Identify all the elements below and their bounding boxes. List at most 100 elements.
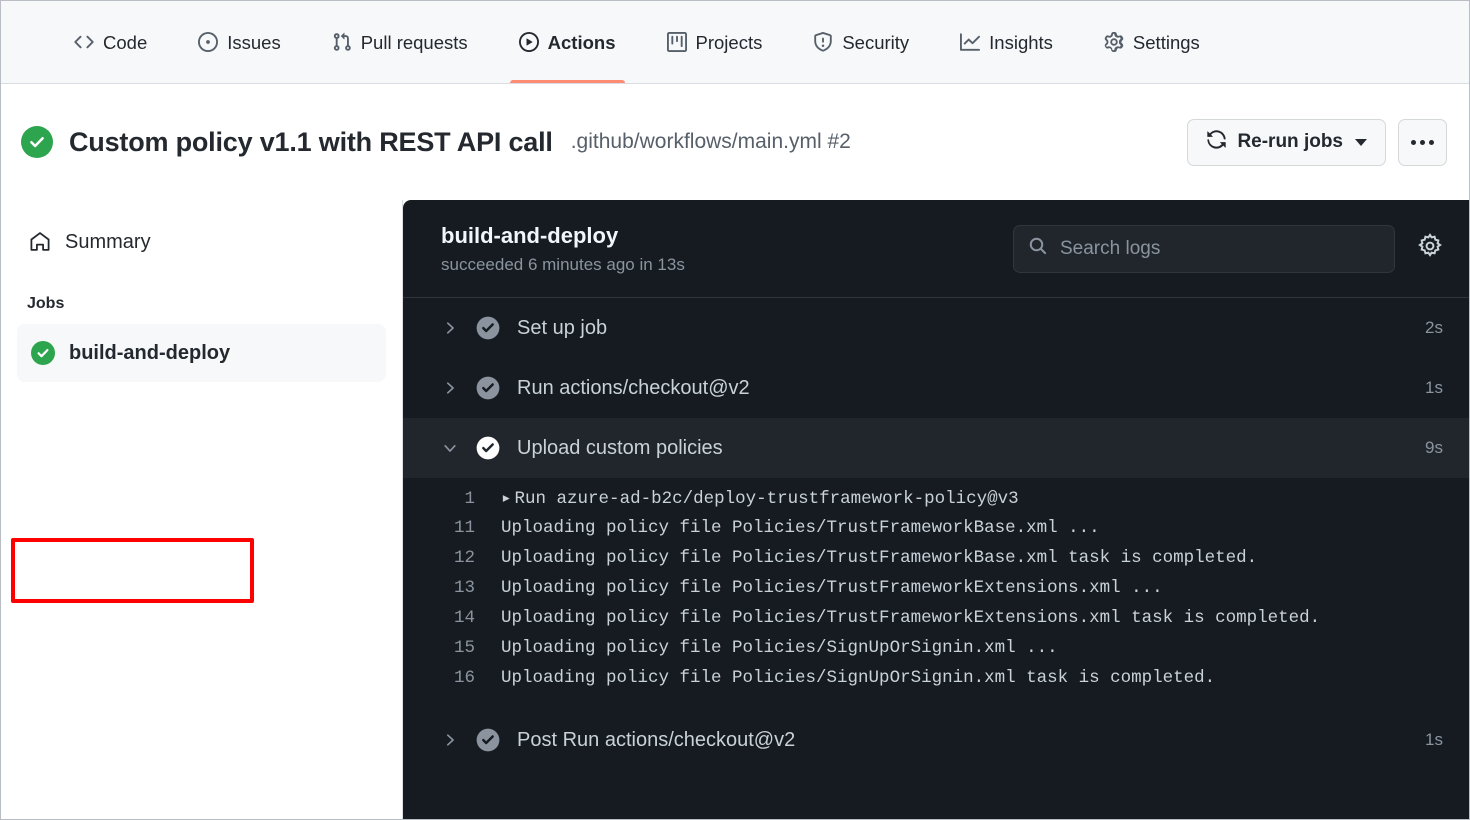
nav-tab-label: Insights bbox=[989, 31, 1053, 53]
nav-tab-insights[interactable]: Insights bbox=[943, 1, 1070, 83]
annotation-highlight-box bbox=[11, 538, 254, 603]
nav-tab-label: Settings bbox=[1132, 31, 1200, 53]
nav-tab-label: Actions bbox=[547, 31, 616, 53]
log-line-number: 13 bbox=[453, 578, 475, 598]
step-row[interactable]: Post Run actions/checkout@v2 1s bbox=[403, 710, 1469, 770]
step-name: Run actions/checkout@v2 bbox=[517, 376, 750, 399]
search-logs-box[interactable] bbox=[1013, 224, 1395, 273]
log-line-number: 12 bbox=[453, 548, 475, 568]
check-circle-fill-icon bbox=[31, 341, 55, 365]
nav-tab-actions[interactable]: Actions bbox=[502, 1, 633, 83]
play-circle-icon bbox=[518, 32, 539, 52]
gear-icon bbox=[1417, 233, 1443, 264]
nav-tab-projects[interactable]: Projects bbox=[650, 1, 780, 83]
log-line-text: Uploading policy file Policies/SignUpOrS… bbox=[501, 638, 1058, 658]
step-name: Upload custom policies bbox=[517, 436, 723, 459]
log-line-text: Uploading policy file Policies/SignUpOrS… bbox=[501, 668, 1216, 688]
log-group-arrow-icon: ▸ bbox=[501, 489, 512, 509]
sidebar-item-label: Summary bbox=[65, 230, 151, 253]
rerun-jobs-button[interactable]: Re-run jobs bbox=[1187, 118, 1386, 166]
log-line-text: Uploading policy file Policies/TrustFram… bbox=[501, 518, 1100, 538]
log-output[interactable]: 1 ▸ Run azure-ad-b2c/deploy-trustframewo… bbox=[403, 478, 1469, 710]
nav-tab-label: Pull requests bbox=[360, 31, 468, 53]
log-line: 14 Uploading policy file Policies/TrustF… bbox=[403, 608, 1469, 638]
check-circle-icon bbox=[21, 126, 53, 158]
chevron-right-icon bbox=[439, 321, 461, 335]
log-line-number: 1 bbox=[464, 489, 475, 509]
log-line-number: 11 bbox=[453, 518, 475, 538]
jobs-section-heading: Jobs bbox=[27, 295, 65, 312]
graph-icon bbox=[960, 32, 981, 52]
step-duration: 2s bbox=[1425, 318, 1443, 337]
run-header-actions: Re-run jobs bbox=[1187, 118, 1447, 166]
shield-icon bbox=[813, 32, 833, 52]
nav-tab-label: Projects bbox=[695, 31, 763, 53]
job-log-header: build-and-deploy succeeded 6 minutes ago… bbox=[403, 200, 1469, 298]
sidebar-item-summary[interactable]: Summary bbox=[17, 222, 386, 262]
log-line: 15 Uploading policy file Policies/SignUp… bbox=[403, 638, 1469, 668]
home-icon bbox=[29, 231, 51, 253]
nav-tab-code[interactable]: Code bbox=[57, 1, 164, 83]
job-log-title-group: build-and-deploy succeeded 6 minutes ago… bbox=[441, 222, 1013, 276]
step-row[interactable]: Run actions/checkout@v2 1s bbox=[403, 358, 1469, 418]
step-name: Set up job bbox=[517, 316, 608, 339]
log-line-text: Uploading policy file Policies/TrustFram… bbox=[501, 578, 1163, 598]
nav-tab-security[interactable]: Security bbox=[796, 1, 926, 83]
sync-icon bbox=[1206, 129, 1227, 156]
code-icon bbox=[74, 32, 94, 52]
check-circle-icon bbox=[475, 727, 501, 753]
job-log-status: succeeded 6 minutes ago in 13s bbox=[441, 255, 685, 275]
step-duration: 1s bbox=[1425, 730, 1443, 749]
issue-opened-icon bbox=[198, 32, 219, 52]
gear-icon bbox=[1104, 32, 1124, 52]
git-pull-request-icon bbox=[332, 32, 352, 52]
search-icon bbox=[1028, 236, 1048, 261]
log-line: 11 Uploading policy file Policies/TrustF… bbox=[403, 518, 1469, 548]
chevron-down-icon bbox=[1355, 138, 1367, 146]
step-name: Post Run actions/checkout@v2 bbox=[517, 728, 796, 751]
search-logs-input[interactable] bbox=[1060, 237, 1380, 260]
step-row[interactable]: Set up job 2s bbox=[403, 298, 1469, 358]
step-duration: 9s bbox=[1425, 438, 1443, 457]
job-log-title: build-and-deploy bbox=[441, 222, 619, 248]
kebab-horizontal-icon bbox=[1411, 139, 1434, 145]
nav-tab-issues[interactable]: Issues bbox=[181, 1, 297, 83]
run-title-group: Custom policy v1.1 with REST API call .g… bbox=[21, 126, 1187, 158]
step-row-expanded[interactable]: Upload custom policies 9s bbox=[403, 418, 1469, 478]
job-name: build-and-deploy bbox=[69, 341, 231, 364]
check-circle-icon bbox=[475, 375, 501, 401]
job-steps-list: Set up job 2s Run actions/checkout@v2 1s bbox=[403, 298, 1469, 770]
nav-tab-settings[interactable]: Settings bbox=[1087, 1, 1217, 83]
log-line-number: 14 bbox=[453, 608, 475, 628]
check-circle-icon bbox=[475, 435, 501, 461]
workflow-file-ref: .github/workflows/main.yml #2 bbox=[570, 130, 851, 153]
log-line: 16 Uploading policy file Policies/SignUp… bbox=[403, 668, 1469, 698]
more-options-button[interactable] bbox=[1398, 118, 1447, 166]
run-sidebar: Summary Jobs build-and-deploy bbox=[1, 200, 403, 819]
repo-navigation: Code Issues Pull requests Actions bbox=[1, 1, 1469, 84]
nav-tab-underline bbox=[509, 80, 625, 83]
step-duration: 1s bbox=[1425, 378, 1443, 397]
chevron-down-icon bbox=[439, 441, 461, 455]
nav-tab-label: Issues bbox=[227, 31, 281, 53]
log-line: 12 Uploading policy file Policies/TrustF… bbox=[403, 548, 1469, 578]
log-line-number: 15 bbox=[453, 638, 475, 658]
log-line-number: 16 bbox=[453, 668, 475, 688]
run-body: Summary Jobs build-and-deploy build-and-… bbox=[1, 200, 1469, 819]
log-line-text: Uploading policy file Policies/TrustFram… bbox=[501, 548, 1258, 568]
nav-tab-label: Security bbox=[842, 31, 910, 53]
log-settings-button[interactable] bbox=[1413, 232, 1447, 266]
log-line-text: Uploading policy file Policies/TrustFram… bbox=[501, 608, 1321, 628]
rerun-jobs-label: Re-run jobs bbox=[1237, 131, 1343, 152]
log-line: 13 Uploading policy file Policies/TrustF… bbox=[403, 578, 1469, 608]
log-line-text: Run azure-ad-b2c/deploy-trustframework-p… bbox=[514, 489, 1019, 509]
nav-tab-pull-requests[interactable]: Pull requests bbox=[315, 1, 485, 83]
sidebar-item-build-and-deploy[interactable]: build-and-deploy bbox=[17, 324, 386, 382]
check-circle-icon bbox=[475, 315, 501, 341]
chevron-right-icon bbox=[439, 733, 461, 747]
page-title: Custom policy v1.1 with REST API call bbox=[69, 126, 553, 157]
chevron-right-icon bbox=[439, 381, 461, 395]
run-header: Custom policy v1.1 with REST API call .g… bbox=[1, 84, 1469, 200]
log-line: 1 ▸ Run azure-ad-b2c/deploy-trustframewo… bbox=[403, 488, 1469, 518]
nav-tab-label: Code bbox=[103, 31, 148, 53]
